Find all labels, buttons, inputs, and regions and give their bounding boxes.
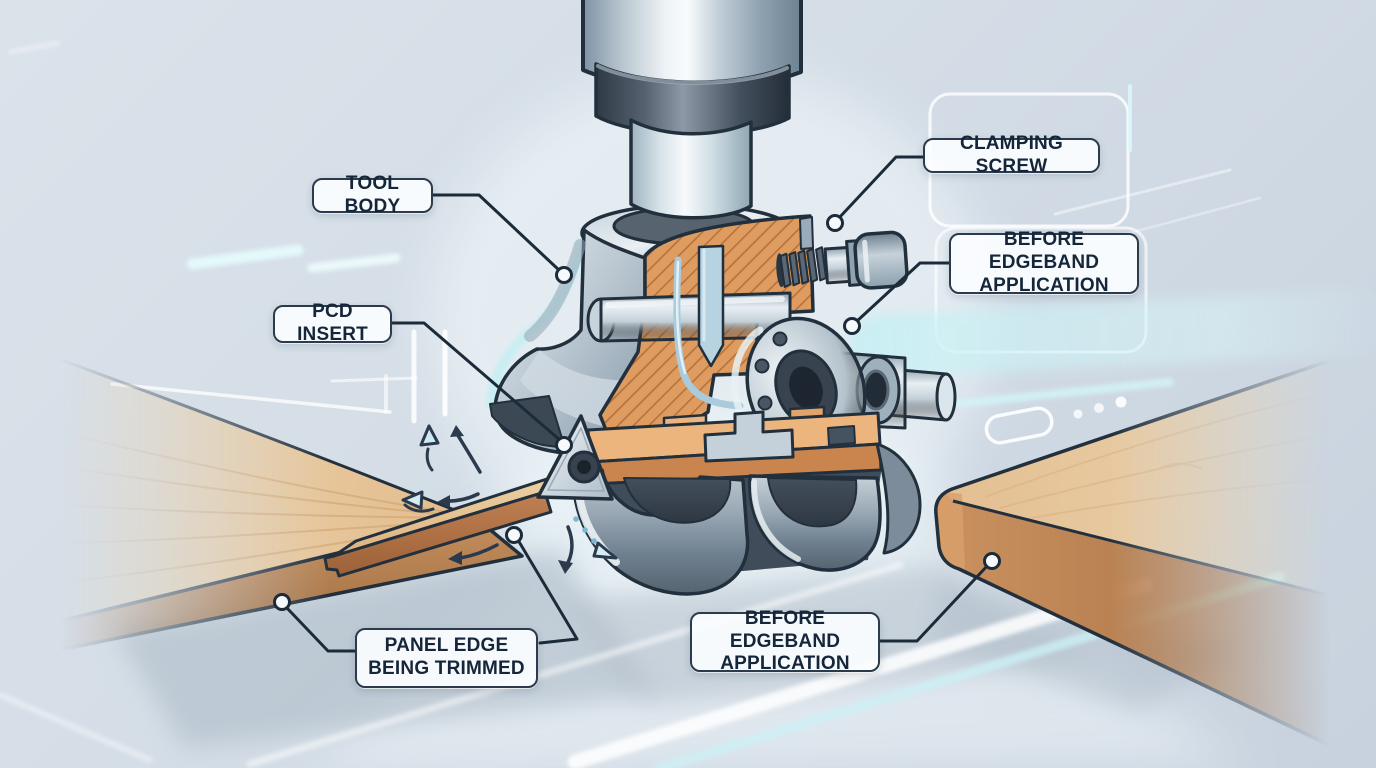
pcd-insert xyxy=(536,414,614,501)
chip-up-arrows xyxy=(419,424,482,474)
decor-dots xyxy=(1073,396,1127,419)
leader-before-edgeband-bottom xyxy=(878,552,1001,643)
trimming-tool xyxy=(486,0,957,596)
motion-arrows xyxy=(401,424,618,574)
leader-dot xyxy=(273,593,291,611)
shaft-glow-band xyxy=(850,289,1376,379)
feed-left-arrows xyxy=(401,490,499,565)
panel-left-top-face xyxy=(0,337,477,636)
panel-edge-highlight-line2 xyxy=(330,376,418,383)
flange-key-block xyxy=(703,410,795,463)
tool-body-corner-step xyxy=(799,216,814,250)
arrow-head-hollow xyxy=(401,490,424,510)
streaks-upper-left xyxy=(7,40,401,273)
leader-lines xyxy=(273,155,1001,653)
callout-clamping-screw: CLAMPING SCREW xyxy=(923,133,1100,177)
leader-dot xyxy=(505,526,523,544)
leader-dot xyxy=(555,436,573,454)
panel-right xyxy=(934,343,1376,768)
callout-tool-body: TOOL BODY xyxy=(312,173,433,217)
streak-right-faint1 xyxy=(1053,168,1232,216)
panel-left xyxy=(0,336,553,664)
cut-direction-dashed xyxy=(573,516,618,560)
arrow-head xyxy=(450,425,464,437)
panel-right-top-face xyxy=(944,345,1376,610)
decor-pill-outline xyxy=(984,406,1054,445)
arrow-head-hollow xyxy=(592,541,618,560)
arbor-pin xyxy=(586,291,792,343)
flange-notch xyxy=(827,425,856,446)
panel-right-front-face xyxy=(934,492,1376,768)
leader-clamping-screw xyxy=(826,155,925,232)
callout-pcd-insert: PCD INSERT xyxy=(273,301,392,345)
spindle-nose xyxy=(629,118,753,220)
spindle-collar-rim xyxy=(596,64,789,85)
streak-right-small xyxy=(951,378,1174,408)
callout-before-edgeband-top: BEFORE EDGEBAND APPLICATION xyxy=(949,229,1139,296)
clamping-screw xyxy=(776,230,909,290)
leader-before-edgeband-top xyxy=(843,261,951,335)
leader-tool-body xyxy=(431,193,573,284)
leader-pcd-insert xyxy=(390,321,573,454)
leader-dot xyxy=(843,317,861,335)
rotation-arrow xyxy=(558,525,574,574)
cutter-back-disc xyxy=(875,442,922,555)
panel-right-corner xyxy=(934,492,965,570)
tool-body-left-shade xyxy=(524,239,586,342)
arrow-head-hollow xyxy=(419,424,440,447)
leader-panel-edge-1 xyxy=(273,593,357,653)
panel-right-grain xyxy=(984,389,1346,521)
leader-panel-edge-2 xyxy=(505,526,579,645)
panel-edge-highlight-line xyxy=(110,382,392,414)
vertical-glow-lines xyxy=(384,58,450,424)
callout-panel-edge-being-trimmed: PANEL EDGE BEING TRIMMED xyxy=(355,628,538,688)
leader-dot xyxy=(983,552,1001,570)
leader-dot xyxy=(826,214,844,232)
cutter-lobes xyxy=(572,458,882,596)
leader-dot xyxy=(555,266,573,284)
callout-before-edgeband-bottom: BEFORE EDGEBAND APPLICATION xyxy=(690,608,880,674)
